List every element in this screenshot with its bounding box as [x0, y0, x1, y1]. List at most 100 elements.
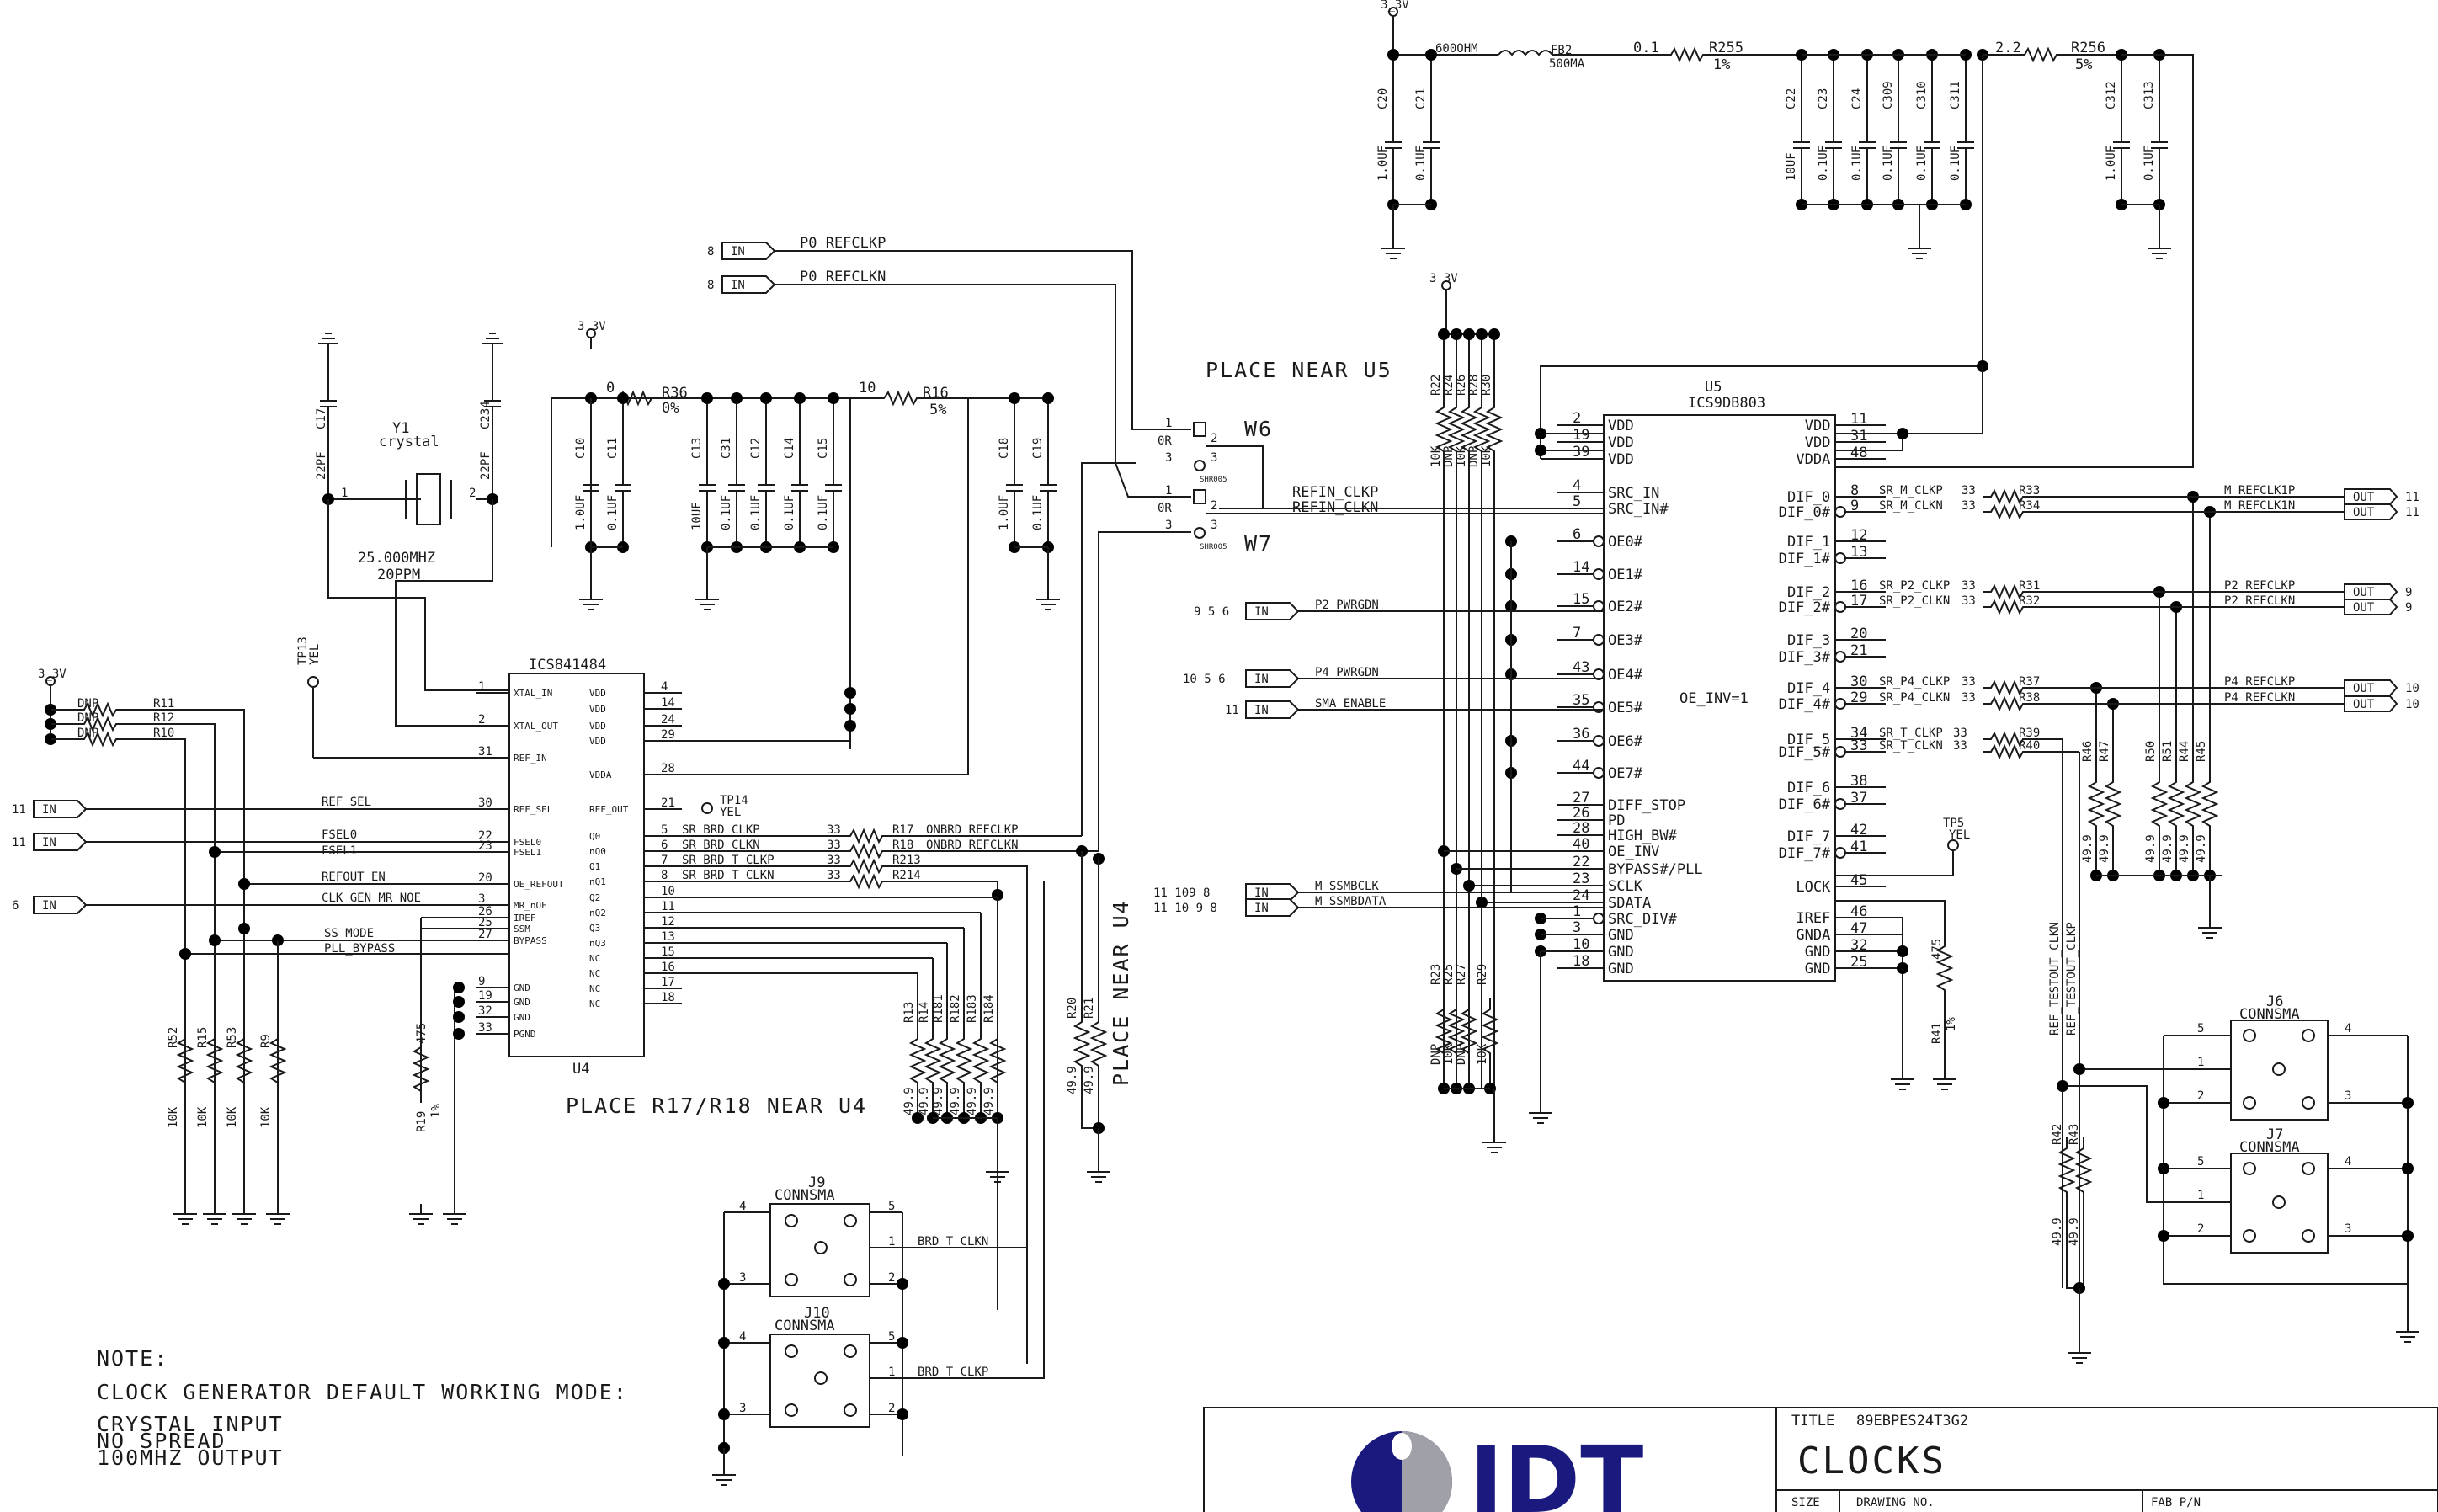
svg-text:3: 3	[2345, 1089, 2351, 1103]
u4-pin-name: REF_IN	[514, 753, 547, 764]
svg-text:IN: IN	[1254, 673, 1269, 686]
res-r32-ref: R32	[2019, 594, 2040, 608]
cap-c20-val: 1.0UF	[1376, 146, 1390, 181]
svg-text:475: 475	[415, 1023, 429, 1044]
svg-text:3: 3	[1211, 519, 1217, 532]
u5-pin-name: GND	[1805, 944, 1831, 961]
u4-pin-name: nQ2	[589, 908, 606, 918]
svg-text:YEL: YEL	[720, 806, 741, 819]
logo-text: IDT	[1469, 1426, 1643, 1512]
out-port-page: 9	[2405, 586, 2412, 599]
u4-pin-name: GND	[514, 997, 530, 1008]
u4-pin-33: 33	[478, 1021, 492, 1035]
svg-text:5: 5	[2197, 1022, 2204, 1036]
svg-text:CRYSTAL INPUT: CRYSTAL INPUT	[97, 1412, 284, 1436]
u5-pin-name: DIF_4#	[1779, 696, 1831, 713]
j6-ref: J6	[2266, 993, 2283, 1010]
svg-text:ONBRD_REFCLKP: ONBRD_REFCLKP	[926, 823, 1019, 837]
u5-pin-31: 31	[1850, 428, 1867, 445]
svg-text:0%: 0%	[662, 400, 679, 417]
u5-pin-name: OE3#	[1608, 632, 1643, 649]
u5-pin-3: 3	[1573, 919, 1581, 936]
svg-text:NOTE:: NOTE:	[97, 1346, 168, 1371]
out-port-label: OUT	[2353, 506, 2375, 519]
svg-text:IN: IN	[1254, 704, 1269, 717]
u5-pin-24: 24	[1573, 887, 1589, 904]
u5-pin-6: 6	[1573, 526, 1581, 543]
out-port-label: OUT	[2353, 601, 2375, 615]
res-r22-ref: R22	[1429, 375, 1443, 396]
net-p2_refclkp: P2_REFCLKP	[2224, 579, 2295, 593]
u4-pin-name: nQ0	[589, 846, 606, 857]
u4-pin-name: VDD	[589, 704, 606, 715]
cap-c13-val: 10UF	[690, 502, 704, 530]
u5-pin-11: 11	[1850, 411, 1867, 428]
svg-text:M_SSMBDATA: M_SSMBDATA	[1315, 895, 1387, 908]
u4-pin-7: 7	[661, 854, 668, 867]
net-p4_refclkn: P4_REFCLKN	[2224, 691, 2295, 705]
u4-ref: U4	[572, 1061, 589, 1078]
res-r31-val: 33	[1962, 579, 1976, 593]
u4-pin-29: 29	[661, 728, 675, 742]
svg-text:DNP: DNP	[77, 697, 98, 711]
cap-c309-val: 0.1UF	[1882, 146, 1895, 181]
svg-text:2: 2	[2197, 1222, 2204, 1236]
u4-pin-13: 13	[661, 930, 675, 944]
svg-text:2: 2	[1211, 432, 1217, 445]
u5-pin-20: 20	[1850, 626, 1867, 642]
svg-text:500MA: 500MA	[1549, 57, 1585, 71]
oe-inv-note: OE_INV=1	[1679, 690, 1749, 707]
res-r39-val: 33	[1953, 727, 1967, 740]
res-r23-ref: R23	[1429, 964, 1443, 985]
u4-pin-name: Q3	[589, 923, 600, 934]
u5-pin-46: 46	[1850, 903, 1867, 920]
u5-pin-29: 29	[1850, 689, 1867, 706]
res-r40-val: 33	[1953, 739, 1967, 753]
res-r51-val: 49.9	[2161, 834, 2175, 863]
svg-text:1: 1	[341, 487, 348, 500]
net-sr_p2_clkn: SR_P2_CLKN	[1879, 594, 1950, 608]
svg-text:2: 2	[469, 487, 476, 500]
u5-pin-48: 48	[1850, 445, 1867, 461]
u5-pin-name: DIF_2	[1787, 584, 1830, 601]
j7-ref: J7	[2266, 1126, 2283, 1143]
u5-pin-name: OE0#	[1608, 534, 1643, 551]
res-r13-val: 49.9	[902, 1087, 916, 1115]
cap-c312-ref: C312	[2105, 81, 2118, 109]
svg-text:R20: R20	[1066, 998, 1079, 1019]
u4-pin-name: XTAL_IN	[514, 688, 552, 699]
u4-pin-24: 24	[661, 713, 675, 727]
cap-c310-ref: C310	[1915, 81, 1929, 109]
net-sr_t_clkp: SR_T_CLKP	[1879, 727, 1943, 740]
u5-pin-name: VDDA	[1796, 451, 1830, 468]
svg-text:CONNSMA: CONNSMA	[2239, 1006, 2300, 1023]
u4-pin-3: 3	[478, 892, 485, 906]
out-port-label: OUT	[2353, 698, 2375, 711]
svg-text:600OHM: 600OHM	[1435, 42, 1478, 56]
res-r44-ref: R44	[2178, 741, 2191, 762]
svg-text:1: 1	[2197, 1189, 2204, 1202]
svg-text:R43: R43	[2068, 1124, 2081, 1145]
out-port-label: OUT	[2353, 491, 2375, 504]
y1-ref: Y1	[392, 420, 409, 437]
u5-pin-name: DIF_6#	[1779, 796, 1831, 813]
cap-c31-val: 0.1UF	[720, 495, 733, 530]
net-sr_m_clkn: SR_M_CLKN	[1879, 499, 1943, 513]
u5-pin-name: OE2#	[1608, 599, 1643, 615]
u4-pin-2: 2	[478, 713, 485, 727]
svg-text:CONNSMA: CONNSMA	[2239, 1139, 2300, 1156]
u5-pin-name: HIGH_BW#	[1608, 828, 1678, 844]
svg-text:1: 1	[1165, 484, 1172, 498]
u4-pin-name: REF_SEL	[514, 804, 553, 815]
svg-text:CLK_GEN_MR_NOE: CLK_GEN_MR_NOE	[322, 892, 421, 905]
svg-text:R214: R214	[892, 869, 921, 882]
svg-text:100MHZ OUTPUT: 100MHZ OUTPUT	[97, 1445, 284, 1470]
u4-pin-name: NC	[589, 953, 600, 964]
u5-pin-47: 47	[1850, 920, 1867, 937]
svg-text:3: 3	[1165, 451, 1172, 465]
svg-text:4: 4	[739, 1330, 746, 1344]
res-r183-ref: R183	[966, 994, 979, 1023]
